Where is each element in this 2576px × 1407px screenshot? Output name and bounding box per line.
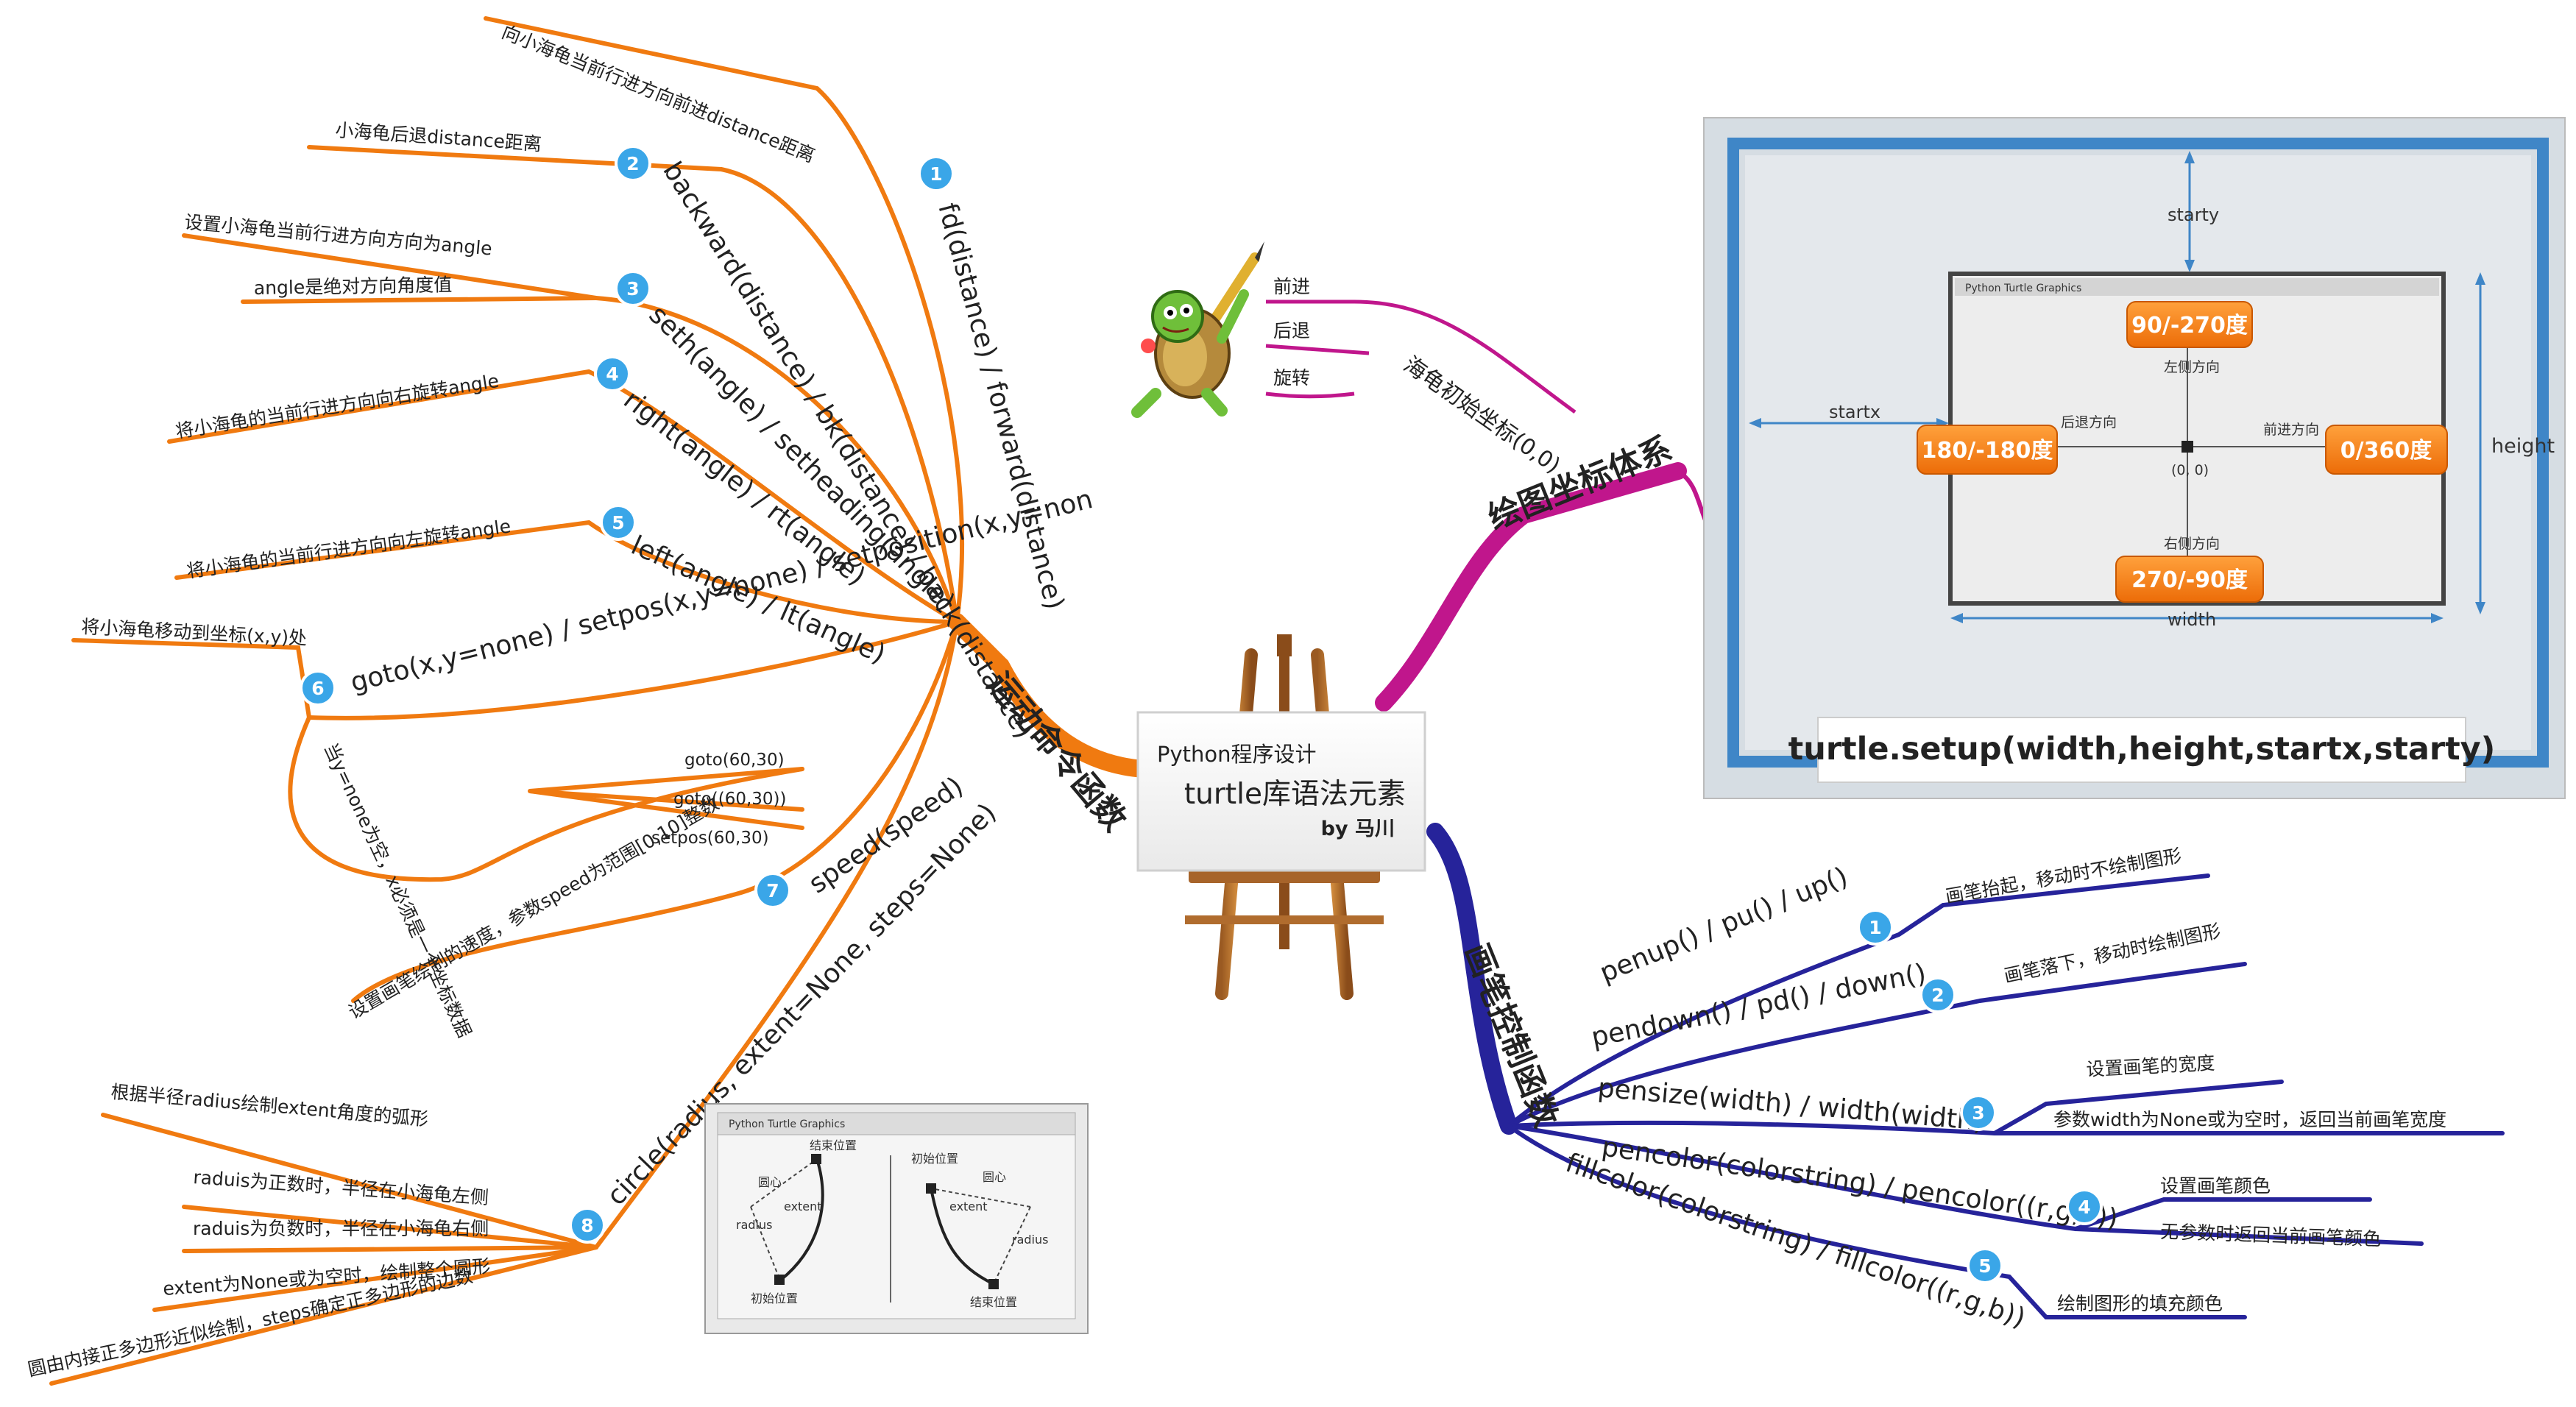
svg-text:5: 5	[612, 512, 624, 534]
circle-left-center: 圆心	[758, 1175, 782, 1189]
note-circle-1: raduis为正数时，半径在小海龟左侧	[193, 1166, 489, 1208]
circle-illustration: Python Turtle Graphics 圆心 radius extent …	[704, 1103, 1089, 1334]
svg-text:1: 1	[930, 163, 942, 185]
draw-badges: 1 2 3 4 5	[1857, 909, 2103, 1284]
svg-text:3: 3	[626, 278, 639, 300]
motion-branch-line	[948, 613, 1153, 778]
coord-setup-text: turtle.setup(width,height,startx,starty)	[1788, 731, 2496, 768]
badge-motion-5: 5	[600, 504, 637, 541]
badge-motion-7: 7	[754, 872, 791, 909]
badge-motion-2: 2	[615, 145, 651, 182]
note-pensize-0: 设置画笔的宽度	[2086, 1052, 2215, 1080]
note-circle-2: raduis为负数时，半径在小海龟右侧	[193, 1218, 489, 1239]
note-fillcolor-0: 绘制图形的填充颜色	[2057, 1293, 2223, 1314]
note-circle-0: 根据半径radius绘制extent角度的弧形	[110, 1081, 429, 1130]
example-goto-0: goto(60,30)	[684, 751, 785, 770]
badge-draw-1: 1	[1857, 909, 1894, 946]
note-penup-0: 画笔抬起，移动时不绘制图形	[1944, 845, 2183, 907]
note-fd-0: 向小海龟当前行进方向前进distance距离	[499, 21, 818, 167]
coord-starty: starty	[2168, 205, 2219, 225]
circle-left-end: 结束位置	[810, 1138, 857, 1152]
circle-window-title: Python Turtle Graphics	[729, 1119, 845, 1130]
svg-text:6: 6	[311, 678, 324, 699]
note-pencolor-1: 无参数时返回当前画笔颜色	[2160, 1221, 2382, 1250]
note-right-0: 将小海龟的当前行进方向向右旋转angle	[174, 370, 500, 442]
badge-motion-3: 3	[615, 270, 651, 307]
badge-motion-8: 8	[569, 1207, 606, 1244]
badge-draw-2: 2	[1919, 977, 1956, 1013]
note-seth-1: angle是绝对方向角度值	[254, 274, 453, 299]
note-left-0: 将小海龟的当前行进方向向左旋转angle	[185, 515, 512, 582]
note-seth-0: 设置小海龟当前行进方向方向为angle	[183, 211, 492, 259]
badge-motion-1: 1	[918, 155, 955, 192]
coord-leaf-lines	[1265, 300, 1577, 414]
circle-right-end: 结束位置	[970, 1295, 1017, 1309]
draw-branch-text: 画笔控制函数	[1457, 938, 1565, 1133]
badge-motion-4: 4	[594, 355, 631, 392]
coord-branch-line	[1375, 462, 1687, 712]
code-pensize: pensize(width) / width(width)	[1596, 1073, 1985, 1137]
svg-text:2: 2	[1931, 985, 1944, 1006]
svg-text:5: 5	[1978, 1255, 1991, 1277]
svg-text:1: 1	[1869, 917, 1881, 938]
coord-leaf-forward: 前进	[1273, 276, 1310, 297]
badge-motion-6: 6	[300, 670, 336, 706]
note-pendown-0: 画笔落下，移动时绘制图形	[2002, 920, 2222, 987]
svg-text:4: 4	[2078, 1197, 2090, 1218]
badge-draw-4: 4	[2066, 1188, 2103, 1225]
coord-width: width	[2168, 609, 2216, 630]
circle-right-extent: extent	[949, 1199, 988, 1213]
draw-branch-line	[1426, 823, 1518, 1135]
coord-right-dir: 右侧方向	[2164, 536, 2220, 552]
circle-right-start: 初始位置	[911, 1152, 958, 1166]
center-course: Python程序设计	[1157, 742, 1317, 767]
coord-sub-label: 海龟初始坐标(0,0)	[1398, 352, 1565, 479]
badge-draw-5: 5	[1967, 1247, 2003, 1284]
draw-branch-label: 画笔控制函数	[1457, 938, 1565, 1133]
center-title: turtle库语法元素	[1184, 778, 1406, 811]
svg-text:4: 4	[606, 364, 618, 385]
angle-left: 180/-180度	[1922, 438, 2053, 464]
center-card: Python程序设计 turtle库语法元素 by 马川	[1136, 711, 1426, 872]
coord-window-title: Python Turtle Graphics	[1965, 283, 2081, 294]
svg-text:8: 8	[581, 1215, 593, 1236]
angle-top: 90/-270度	[2131, 313, 2248, 339]
circle-right-radius: radius	[1012, 1233, 1048, 1247]
badge-draw-3: 3	[1960, 1094, 1997, 1131]
angle-bottom: 270/-90度	[2131, 567, 2248, 593]
example-goto-1: goto((60,30))	[673, 790, 787, 809]
code-pencolor: pencolor(colorstring) / pencolor((r,g,b)…	[1600, 1132, 2120, 1234]
coord-back-dir: 后退方向	[2061, 414, 2117, 430]
coord-branch: 绘图坐标体系 海龟初始坐标(0,0) 前进 后退 旋转	[1273, 276, 1677, 537]
motion-badges: 1 2 3 4 5 6 7 8	[300, 145, 955, 1244]
main-branches	[948, 462, 1717, 1135]
coord-origin: (0, 0)	[2171, 462, 2209, 478]
coord-photo: Python Turtle Graphics starty startx hei…	[1703, 117, 2566, 799]
coord-leaf-rotate: 旋转	[1273, 367, 1310, 389]
coord-left-dir: 左侧方向	[2164, 359, 2220, 375]
example-goto-2: setpos(60,30)	[651, 829, 769, 848]
circle-right-center: 圆心	[983, 1170, 1006, 1184]
note-pencolor-0: 设置画笔颜色	[2160, 1175, 2271, 1197]
svg-text:3: 3	[1972, 1102, 1984, 1124]
coord-startx: startx	[1829, 402, 1880, 422]
coord-fwd-dir: 前进方向	[2263, 422, 2319, 438]
code-fd: fd(distance) / forward(distance)	[932, 200, 1069, 613]
svg-text:7: 7	[766, 880, 779, 901]
circle-left-extent: extent	[784, 1199, 822, 1213]
svg-text:2: 2	[626, 153, 639, 174]
coord-height: height	[2491, 435, 2555, 458]
draw-item-4: pencolor(colorstring) / pencolor((r,g,b)…	[1600, 1132, 2382, 1250]
turtle-mascot	[1131, 241, 1264, 418]
circle-left-start: 初始位置	[751, 1291, 798, 1305]
circle-left-radius: radius	[736, 1218, 772, 1232]
note-pensize-1: 参数width为None或为空时，返回当前画笔宽度	[2053, 1109, 2446, 1130]
center-author: by 马川	[1321, 818, 1395, 840]
coord-leaf-back: 后退	[1273, 320, 1310, 341]
angle-right: 0/360度	[2340, 438, 2432, 464]
